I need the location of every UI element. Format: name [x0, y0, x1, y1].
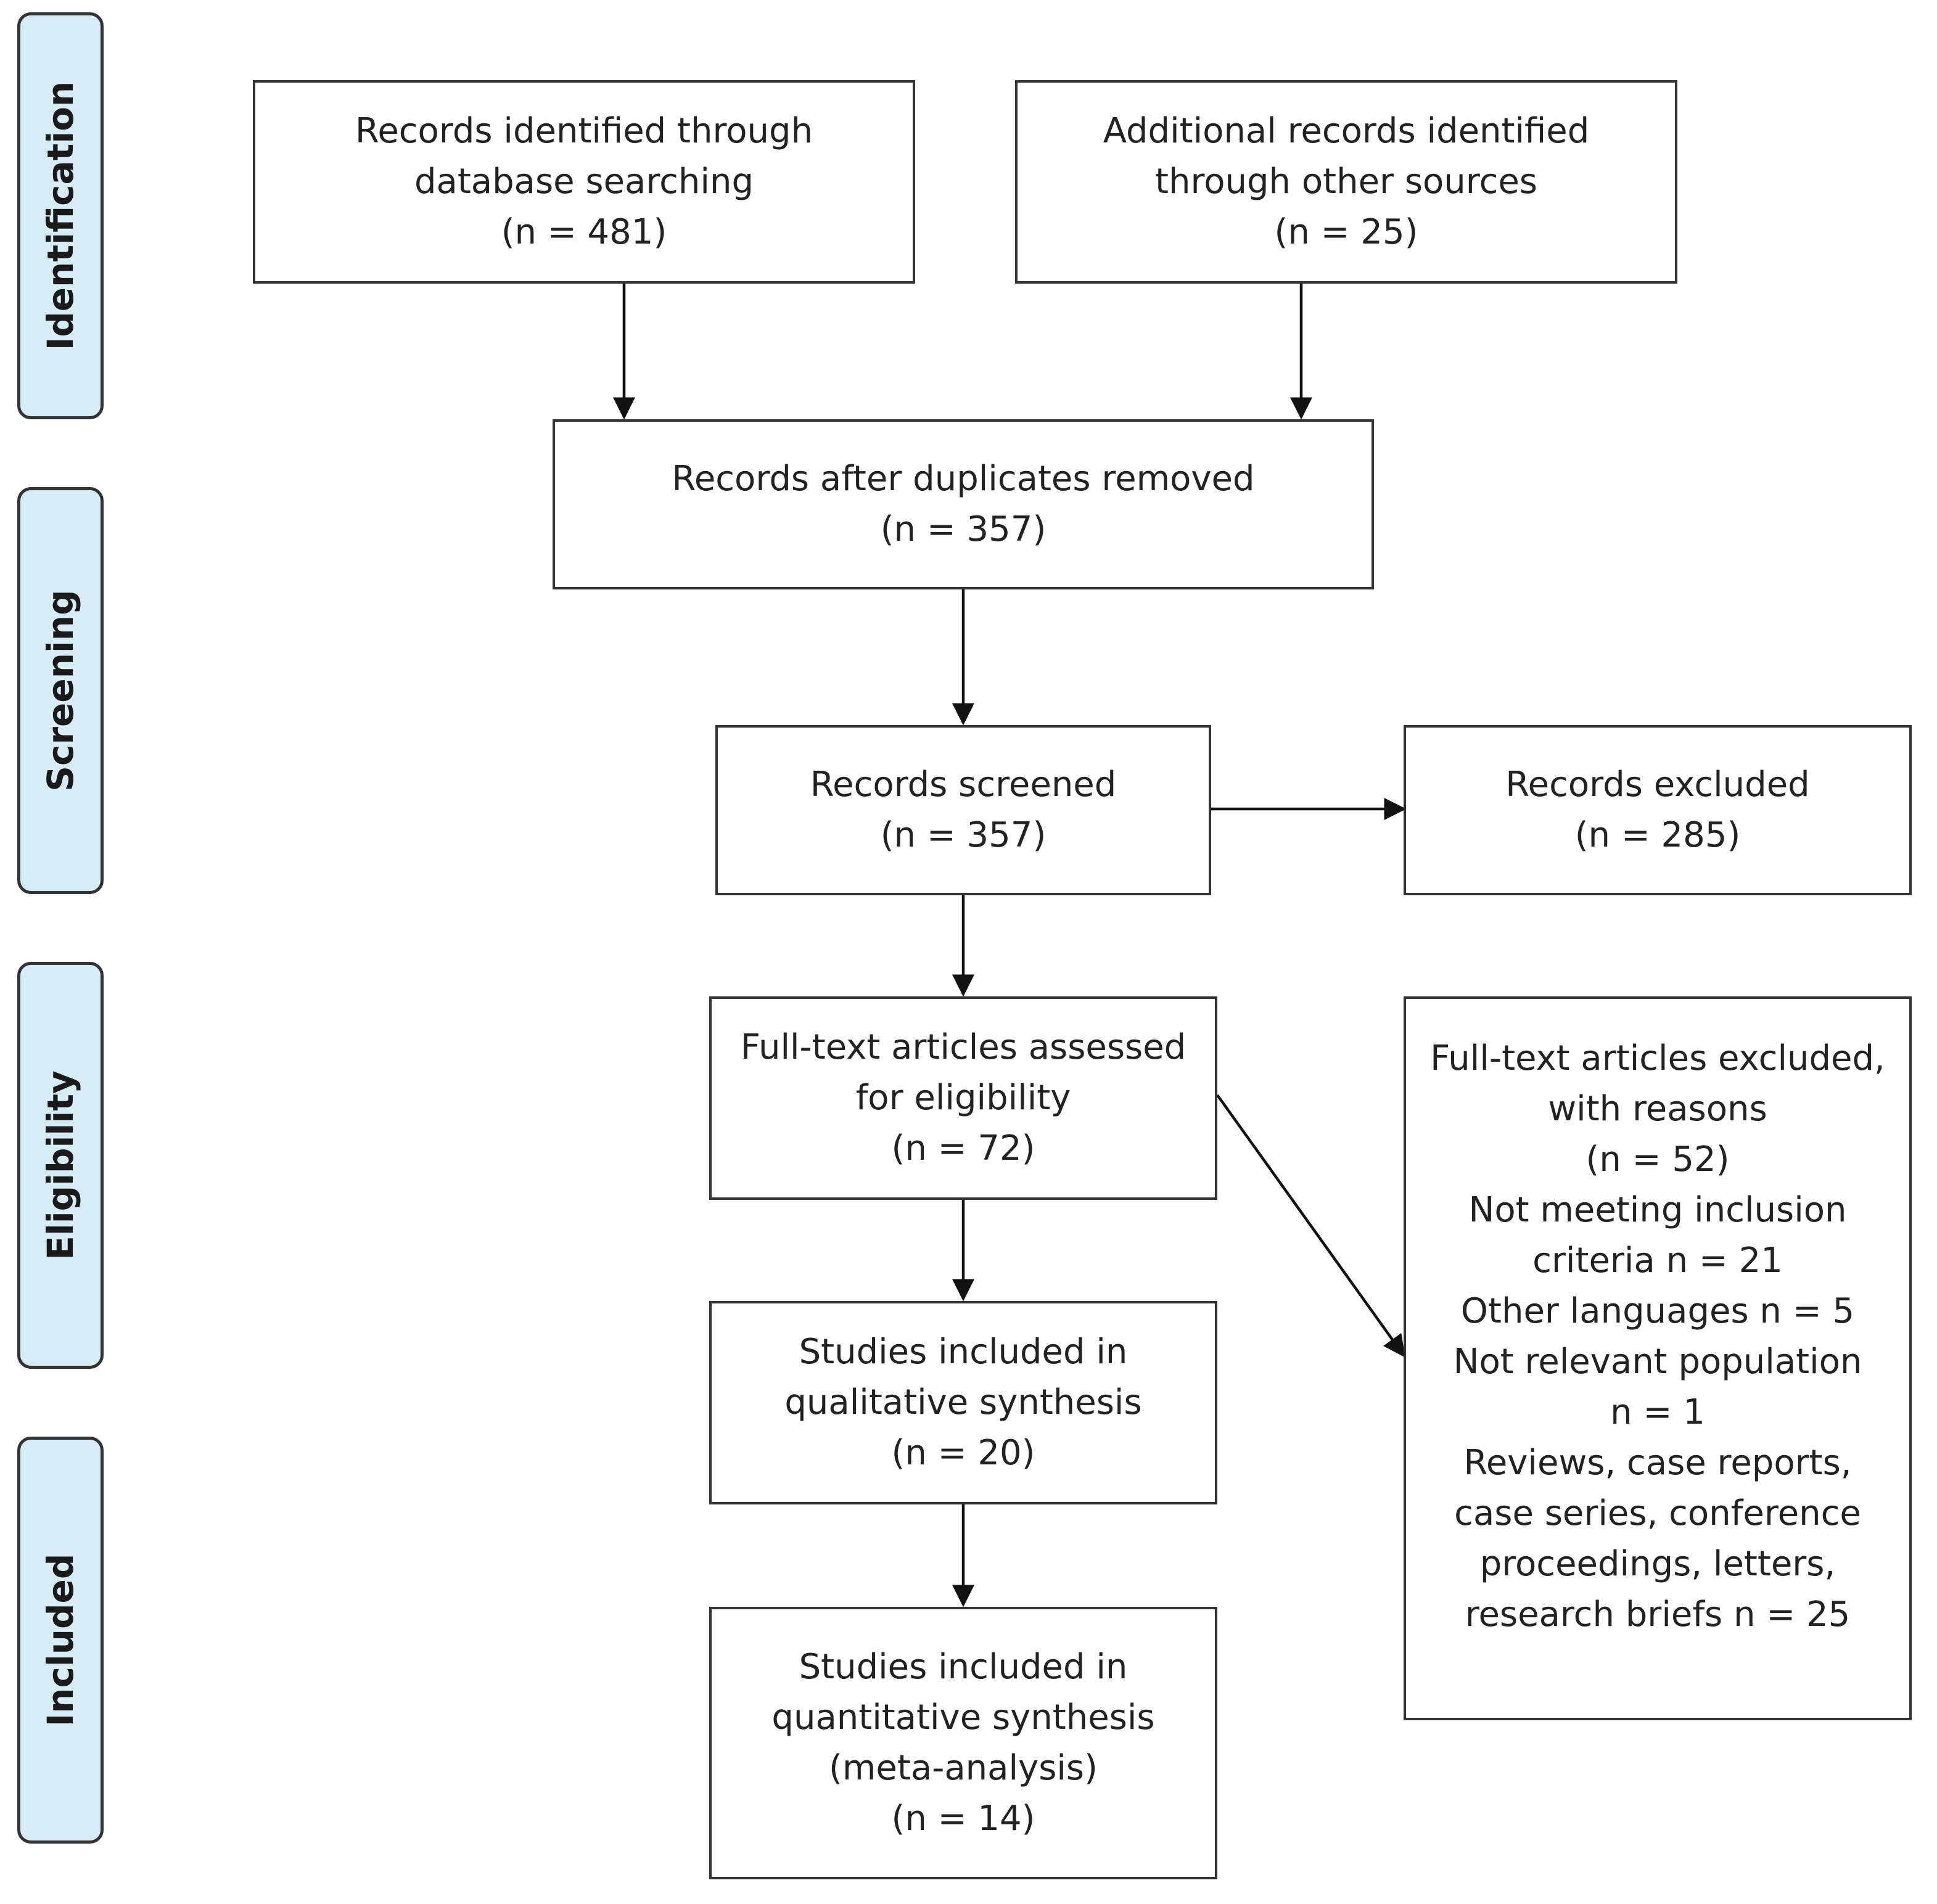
box-text-line: (n = 285): [1574, 815, 1741, 855]
box-after-duplicates: Records after duplicates removed (n = 35…: [553, 419, 1374, 589]
box-other-sources: Additional records identified through ot…: [1015, 80, 1677, 284]
box-text-line: quantitative synthesis: [771, 1697, 1155, 1738]
box-records-excluded: Records excluded (n = 285): [1404, 725, 1912, 895]
box-text-line: (meta-analysis): [829, 1748, 1098, 1788]
box-text-line: (n = 25): [1274, 212, 1418, 252]
box-text-line: database searching: [414, 162, 754, 202]
box-text-line: Full-text articles assessed: [740, 1027, 1186, 1067]
box-text-line: Records after duplicates removed: [672, 459, 1255, 499]
box-text-line: through other sources: [1155, 162, 1537, 202]
box-text-line: Studies included in: [799, 1332, 1128, 1372]
box-text-line: with reasons: [1548, 1089, 1767, 1129]
box-text-line: Not meeting inclusion: [1468, 1190, 1847, 1230]
box-text-line: for eligibility: [855, 1078, 1071, 1118]
box-text-line: (n = 14): [891, 1799, 1035, 1839]
box-text-line: n = 1: [1610, 1392, 1705, 1432]
phase-band-eligibility: Eligibility: [17, 962, 104, 1369]
box-text-line: criteria n = 21: [1532, 1241, 1783, 1281]
box-text-line: (n = 357): [880, 509, 1047, 549]
phase-band-identification: Identification: [17, 12, 104, 419]
box-text-line: Other languages n = 5: [1460, 1291, 1855, 1331]
box-text-line: Records identified through: [355, 111, 813, 151]
box-text-line: Reviews, case reports,: [1463, 1443, 1852, 1483]
box-text-line: (n = 481): [501, 212, 667, 252]
connector-arrows: [613, 282, 1407, 1607]
box-text-line: research briefs n = 25: [1465, 1594, 1851, 1635]
box-text-line: qualitative synthesis: [784, 1382, 1142, 1422]
box-text-line: Full-text articles excluded,: [1430, 1038, 1885, 1078]
box-quantitative-synthesis: Studies included in quantitative synthes…: [709, 1607, 1217, 1879]
box-records-screened: Records screened (n = 357): [715, 725, 1211, 895]
box-text-line: (n = 357): [880, 815, 1047, 855]
phase-band-screening: Screening: [17, 487, 104, 894]
box-text-line: (n = 20): [891, 1433, 1035, 1473]
box-text-line: (n = 72): [891, 1128, 1035, 1168]
box-text-line: Additional records identified: [1103, 111, 1590, 151]
box-text-line: case series, conference: [1454, 1493, 1861, 1533]
box-qualitative-synthesis: Studies included in qualitative synthesi…: [709, 1301, 1217, 1504]
box-database-search: Records identified through database sear…: [253, 80, 915, 284]
box-text-line: Not relevant population: [1453, 1342, 1862, 1382]
box-text-line: Records excluded: [1505, 765, 1810, 805]
box-text-line: Studies included in: [799, 1647, 1128, 1687]
box-fulltext-excluded-reasons: Full-text articles excluded, with reason…: [1404, 996, 1912, 1720]
box-text-line: proceedings, letters,: [1479, 1544, 1836, 1584]
box-fulltext-assessed: Full-text articles assessed for eligibil…: [709, 996, 1217, 1200]
box-text-line: Records screened: [810, 765, 1117, 805]
arrow-fulltext-to-excluded-reasons: [1216, 1094, 1405, 1358]
prisma-flow-diagram: Identification Screening Eligibility Inc…: [17, 12, 1919, 1889]
box-text-line: (n = 52): [1585, 1139, 1730, 1180]
phase-band-included: Included: [17, 1437, 104, 1844]
